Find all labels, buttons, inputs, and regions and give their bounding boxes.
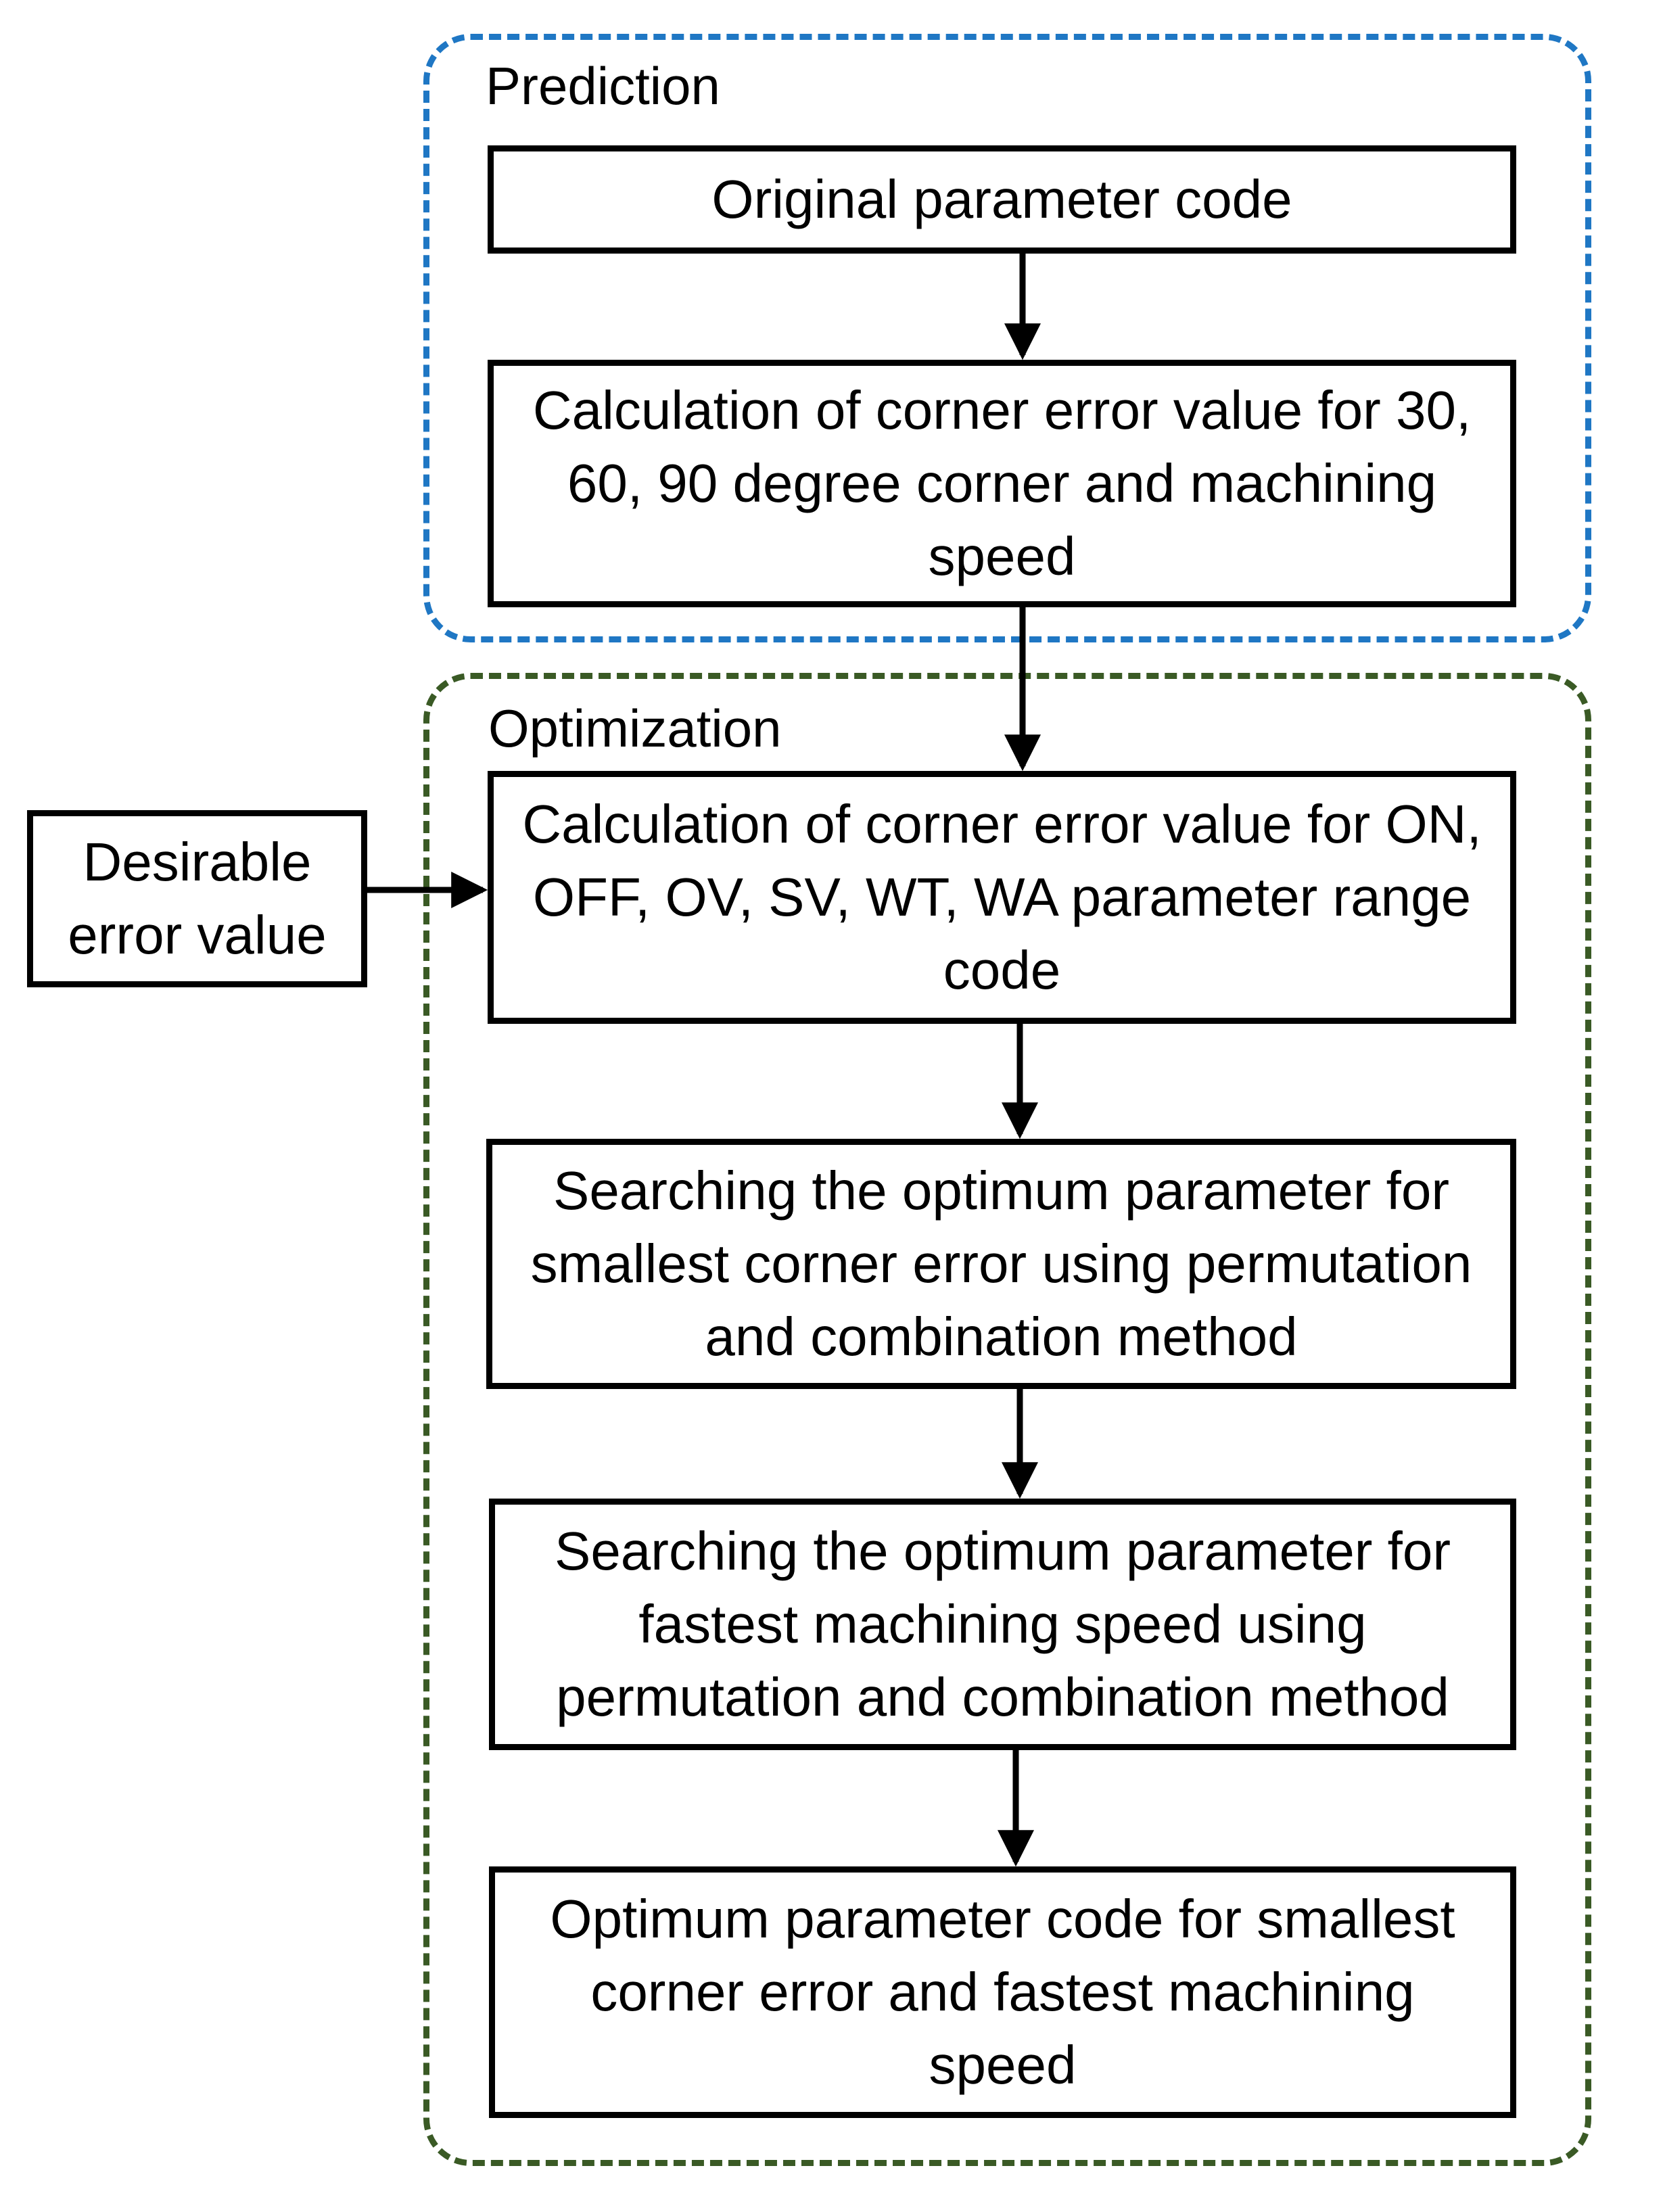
node-search-smallest-error: Searching the optimum parameter for smal… bbox=[486, 1139, 1516, 1389]
node-original-parameter-code: Original parameter code bbox=[488, 145, 1516, 254]
prediction-group-frame bbox=[423, 34, 1591, 642]
node-search-smallest-error-text: Searching the optimum parameter for smal… bbox=[530, 1160, 1472, 1367]
node-desirable-error-value-text: Desirable error value bbox=[68, 832, 327, 965]
node-optimum-parameter-code: Optimum parameter code for smallest corn… bbox=[489, 1866, 1516, 2118]
node-range-calculation-text: Calculation of corner error value for ON… bbox=[522, 794, 1482, 1000]
node-desirable-error-value: Desirable error value bbox=[27, 810, 367, 987]
node-prediction-calculation: Calculation of corner error value for 30… bbox=[488, 360, 1516, 607]
optimization-group-label: Optimization bbox=[488, 699, 782, 758]
node-range-calculation: Calculation of corner error value for ON… bbox=[488, 771, 1516, 1024]
node-original-text: Original parameter code bbox=[711, 169, 1292, 229]
node-optimum-parameter-code-text: Optimum parameter code for smallest corn… bbox=[550, 1889, 1455, 2095]
prediction-group-label: Prediction bbox=[486, 56, 720, 116]
node-search-fastest-speed: Searching the optimum parameter for fast… bbox=[489, 1499, 1516, 1750]
optimization-group-frame bbox=[423, 673, 1591, 2166]
node-search-fastest-speed-text: Searching the optimum parameter for fast… bbox=[554, 1521, 1451, 1727]
node-prediction-calculation-text: Calculation of corner error value for 30… bbox=[532, 380, 1472, 586]
